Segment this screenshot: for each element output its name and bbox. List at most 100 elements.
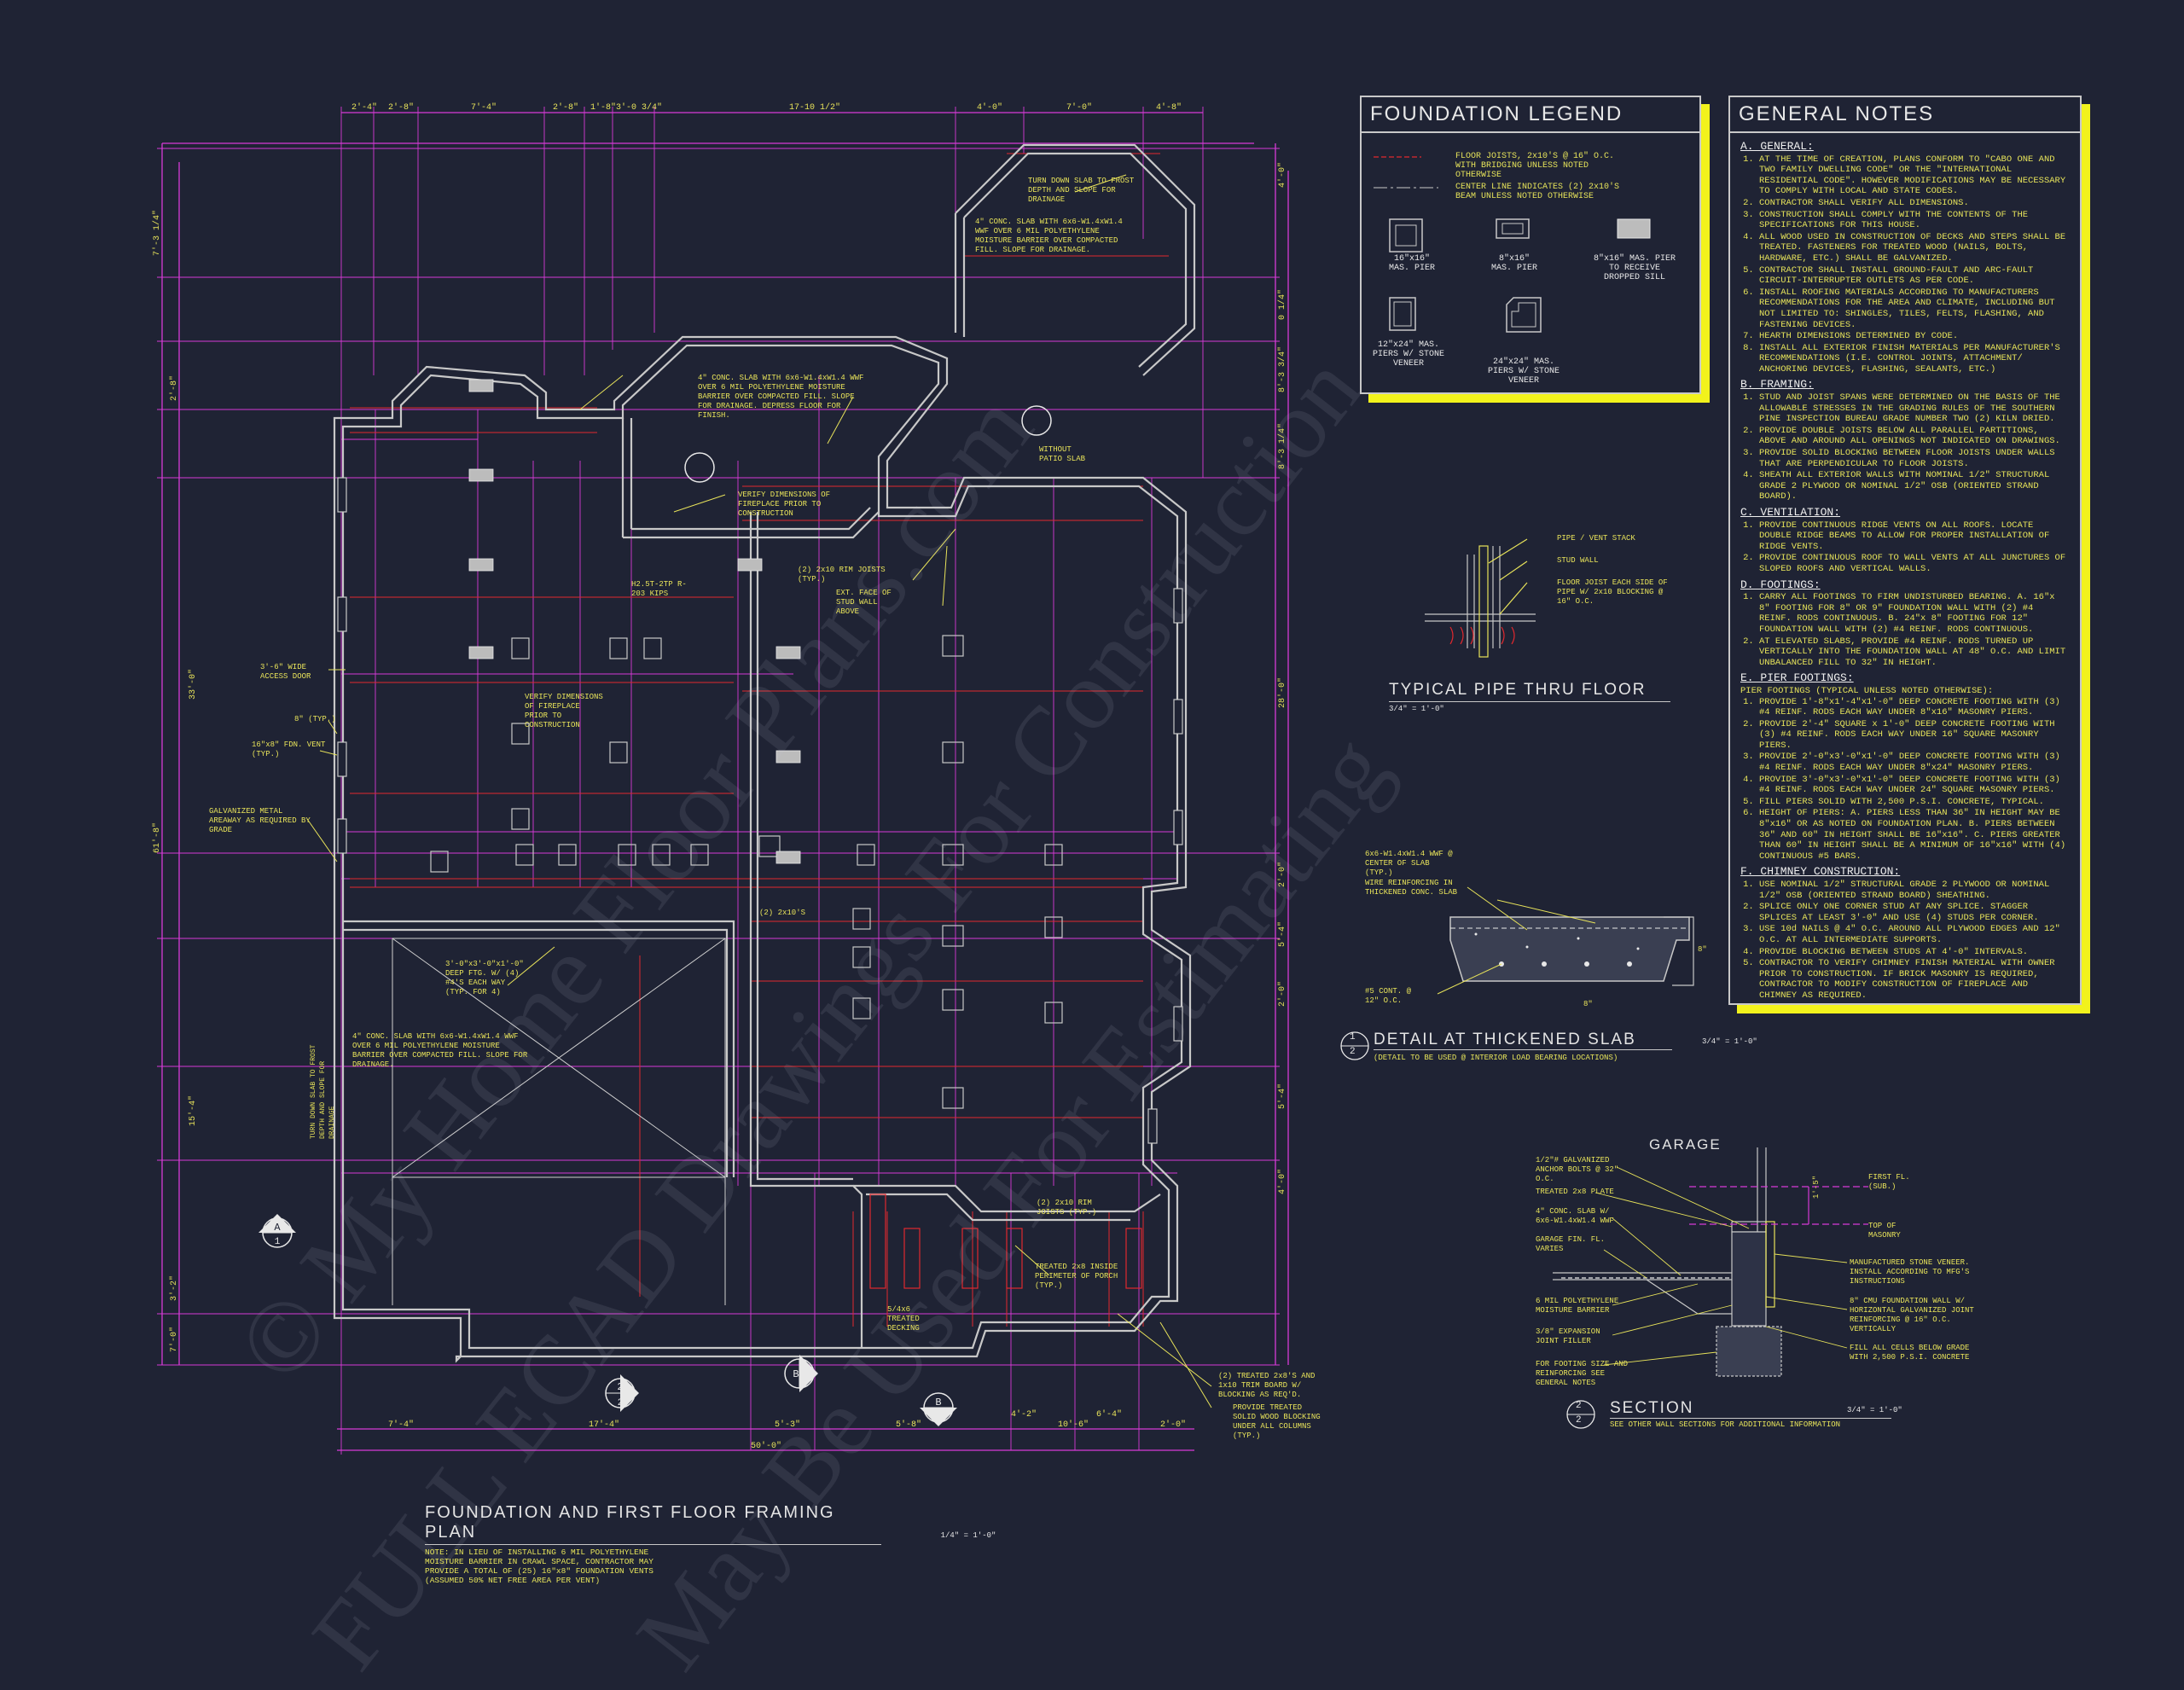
section-mark-b-left: B bbox=[784, 1355, 818, 1392]
section-label-plate: TREATED 2x8 PLATE bbox=[1536, 1188, 1614, 1196]
general-notes-body: A. GENERAL: AT THE TIME OF CREATION, PLA… bbox=[1730, 133, 2080, 1008]
pipe-detail-scale: 3/4" = 1'-0" bbox=[1389, 705, 1444, 713]
dim-text: 7'-0" bbox=[1066, 102, 1092, 113]
dimension-lines bbox=[157, 107, 1289, 1455]
legend-title: FOUNDATION LEGEND bbox=[1362, 97, 1699, 133]
note-item: HEIGHT OF PIERS: A. PIERS LESS THAN 36" … bbox=[1759, 808, 2070, 862]
svg-text:1: 1 bbox=[275, 1237, 281, 1247]
note-item: PROVIDE 2'-4" SQUARE x 1'-0" DEEP CONCRE… bbox=[1759, 719, 2070, 752]
dim-text: 3'-0 3/4" bbox=[616, 102, 662, 113]
dim-text: 2'-0" bbox=[1277, 862, 1287, 887]
pipe-detail-title: TYPICAL PIPE THRU FLOOR bbox=[1389, 681, 1670, 702]
callout-access-door: 3'-6" WIDE ACCESS DOOR bbox=[260, 663, 311, 681]
dim-text: 1'-8" bbox=[590, 102, 616, 113]
section-label-fill: FILL ALL CELLS BELOW GRADE WITH 2,500 P.… bbox=[1850, 1344, 1970, 1362]
note-item: PROVIDE BLOCKING BETWEEN STUDS AT 4'-0" … bbox=[1759, 947, 2070, 958]
callout-blocking-columns: PROVIDE TREATED SOLID WOOD BLOCKING UNDE… bbox=[1233, 1403, 1321, 1440]
dim-text: 4'-2" bbox=[1011, 1409, 1037, 1420]
callout-verify-fireplace-2: VERIFY DIMENSIONS OF FIREPLACE PRIOR TO … bbox=[525, 693, 603, 729]
section-label-joint: 3/8" EXPANSION JOINT FILLER bbox=[1536, 1327, 1600, 1345]
section-subtitle: SEE OTHER WALL SECTIONS FOR ADDITIONAL I… bbox=[1610, 1420, 1841, 1429]
dim-text: 7'-4" bbox=[471, 102, 497, 113]
svg-text:2: 2 bbox=[617, 1381, 623, 1393]
notes-section-d: D. FOOTINGS: bbox=[1740, 578, 1821, 591]
callout-fdn-vent: 16"x8" FDN. VENT (TYP.) bbox=[252, 740, 326, 758]
legend-floor-joists: FLOOR JOISTS, 2x10'S @ 16" O.C. WITH BRI… bbox=[1455, 152, 1615, 180]
note-item: STUD AND JOIST SPANS WERE DETERMINED ON … bbox=[1759, 392, 2070, 425]
plan-note: NOTE: IN LIEU OF INSTALLING 6 MIL POLYET… bbox=[425, 1548, 653, 1585]
svg-text:B: B bbox=[793, 1368, 799, 1380]
slab-dim-depth: 8" bbox=[1698, 945, 1707, 954]
dim-text: 6'-4" bbox=[1096, 1409, 1122, 1420]
notes-section-f: F. CHIMNEY CONSTRUCTION: bbox=[1740, 865, 1901, 879]
pipe-label-stud-wall: STUD WALL bbox=[1557, 556, 1599, 565]
callout-stud-wall: EXT. FACE OF STUD WALL ABOVE bbox=[836, 589, 892, 616]
notes-section-b: B. FRAMING: bbox=[1740, 378, 1814, 392]
callout-without-patio: WITHOUT PATIO SLAB bbox=[1039, 445, 1086, 463]
legend-center-line: CENTER LINE INDICATES (2) 2x10'S BEAM UN… bbox=[1455, 183, 1620, 201]
callout-areaway: GALVANIZED METAL AREAWAY AS REQUIRED BY … bbox=[209, 807, 311, 834]
porch-columns bbox=[869, 1193, 1142, 1289]
callout-footing: 3'-0"x3'-0"x1'-0" DEEP FTG. W/ (4) #4'S … bbox=[445, 960, 524, 996]
callout-treated-2x8: TREATED 2x8 INSIDE PERIMETER OF PORCH (T… bbox=[1035, 1263, 1118, 1290]
note-item: CONTRACTOR SHALL INSTALL GROUND-FAULT AN… bbox=[1759, 265, 2070, 287]
section-label-cmu: 8" CMU FOUNDATION WALL W/ HORIZONTAL GAL… bbox=[1850, 1297, 1974, 1333]
dim-text: 15'-4" bbox=[188, 1095, 198, 1126]
dim-text: 4'-0" bbox=[977, 102, 1002, 113]
note-item: INSTALL ROOFING MATERIALS ACCORDING TO M… bbox=[1759, 287, 2070, 330]
note-item: INSTALL ALL EXTERIOR FINISH MATERIALS PE… bbox=[1759, 343, 2070, 375]
dim-text: 2'-4" bbox=[351, 102, 377, 113]
general-notes-panel: GENERAL NOTES A. GENERAL: AT THE TIME OF… bbox=[1728, 96, 2082, 1005]
callout-turn-down-slab-top: TURN DOWN SLAB TO FROST DEPTH AND SLOPE … bbox=[1028, 177, 1135, 204]
pipe-detail-graphic bbox=[1425, 538, 1536, 658]
legend-dropped-sill-pier: 8"x16" MAS. PIER TO RECEIVE DROPPED SILL bbox=[1593, 254, 1676, 282]
dim-text: 7'-0" bbox=[169, 1327, 179, 1352]
note-item: CONSTRUCTION SHALL COMPLY WITH THE CONTE… bbox=[1759, 210, 2070, 231]
dim-text: 5'-4" bbox=[1277, 1083, 1287, 1109]
dim-text: 8'-3 3/4" bbox=[1277, 346, 1287, 392]
slab-detail-number: 1 bbox=[1350, 1032, 1356, 1042]
note-item: CARRY ALL FOOTINGS TO FIRM UNDISTURBED B… bbox=[1759, 592, 2070, 635]
slab-label-wire: WIRE REINFORCING IN THICKENED CONC. SLAB bbox=[1365, 879, 1458, 897]
note-item: PROVIDE SOLID BLOCKING BETWEEN FLOOR JOI… bbox=[1759, 448, 2070, 469]
slab-detail-subtitle: (DETAIL TO BE USED @ INTERIOR LOAD BEARI… bbox=[1374, 1054, 1618, 1062]
leader-lines bbox=[306, 174, 1212, 1408]
slab-label-wwf: 6x6-W1.4xW1.4 WWF @ CENTER OF SLAB (TYP.… bbox=[1365, 850, 1453, 877]
callout-trim-board: (2) TREATED 2x8'S AND 1x10 TRIM BOARD W/… bbox=[1218, 1372, 1316, 1399]
foundation-drawing-canvas: A 1 B B 2 2 2'-4" 2'-8" 7'-4" 2'-8" 1'-8… bbox=[152, 102, 1868, 1455]
detail-bubble-icon bbox=[1340, 1031, 1369, 1060]
section-heading: GARAGE bbox=[1649, 1136, 1722, 1153]
section-label-anchor: 1/2"# GALVANIZED ANCHOR BOLTS @ 32" O.C. bbox=[1536, 1156, 1619, 1183]
notes-section-a: A. GENERAL: bbox=[1740, 140, 1814, 153]
note-item: SHEATH ALL EXTERIOR WALLS WITH NOMINAL 1… bbox=[1759, 470, 2070, 502]
note-item: PROVIDE CONTINUOUS ROOF TO WALL VENTS AT… bbox=[1759, 553, 2070, 574]
dim-text: 7'-4" bbox=[388, 1420, 414, 1430]
dim-text: 17'-4" bbox=[589, 1420, 619, 1430]
section-mark-a: A 1 bbox=[258, 1214, 296, 1248]
garage-section-graphic bbox=[1553, 1147, 1868, 1377]
note-item: PROVIDE 1'-8"x1'-4"x1'-0" DEEP CONCRETE … bbox=[1759, 697, 2070, 718]
dropped-sill-piers bbox=[468, 379, 801, 864]
legend-12x24-pier: 12"x24" MAS. PIERS W/ STONE VENEER bbox=[1372, 340, 1444, 369]
note-item: HEARTH DIMENSIONS DETERMINED BY CODE. bbox=[1759, 331, 2070, 342]
callout-slab-top: 4" CONC. SLAB WITH 6x6-W1.4xW1.4 WWF OVE… bbox=[975, 218, 1123, 254]
pipe-detail-title-block: TYPICAL PIPE THRU FLOOR 3/4" = 1'-0" bbox=[1389, 681, 1670, 713]
section-label-first-fl: FIRST FL. (SUB.) bbox=[1868, 1173, 1910, 1191]
left-dimensions: 61'-8" 7'-3 1/4" 2'-8" 33'-0" 15'-4" 3'-… bbox=[152, 210, 198, 1352]
notes-section-e: E. PIER FOOTINGS: bbox=[1740, 671, 1854, 685]
dim-text: 10'-6" bbox=[1058, 1420, 1089, 1430]
dim-text: 5'-4" bbox=[1277, 921, 1287, 947]
note-item: ALL WOOD USED IN CONSTRUCTION OF DECKS A… bbox=[1759, 232, 2070, 264]
pipe-label-stack: PIPE / VENT STACK bbox=[1557, 534, 1635, 543]
dim-text: 4'-8" bbox=[1156, 102, 1182, 113]
note-item: AT ELEVATED SLABS, PROVIDE #4 REINF. ROD… bbox=[1759, 636, 2070, 669]
note-item: PROVIDE 3'-0"x3'-0"x1'-0" DEEP CONCRETE … bbox=[1759, 775, 2070, 796]
section-scale: 3/4" = 1'-0" bbox=[1847, 1406, 1902, 1414]
section-mark-1-fireplace bbox=[684, 405, 1052, 483]
dim-text: 3'-2" bbox=[169, 1275, 179, 1301]
note-item: PROVIDE CONTINUOUS RIDGE VENTS ON ALL RO… bbox=[1759, 520, 2070, 553]
pipe-label-floor-joist: FLOOR JOIST EACH SIDE OF PIPE W/ 2x10 BL… bbox=[1557, 578, 1668, 606]
section-dim: 1'-5" bbox=[1812, 1175, 1821, 1199]
dim-text: 50'-0" bbox=[751, 1441, 781, 1451]
callout-verify-fireplace-1: VERIFY DIMENSIONS OF FIREPLACE PRIOR TO … bbox=[738, 491, 831, 518]
